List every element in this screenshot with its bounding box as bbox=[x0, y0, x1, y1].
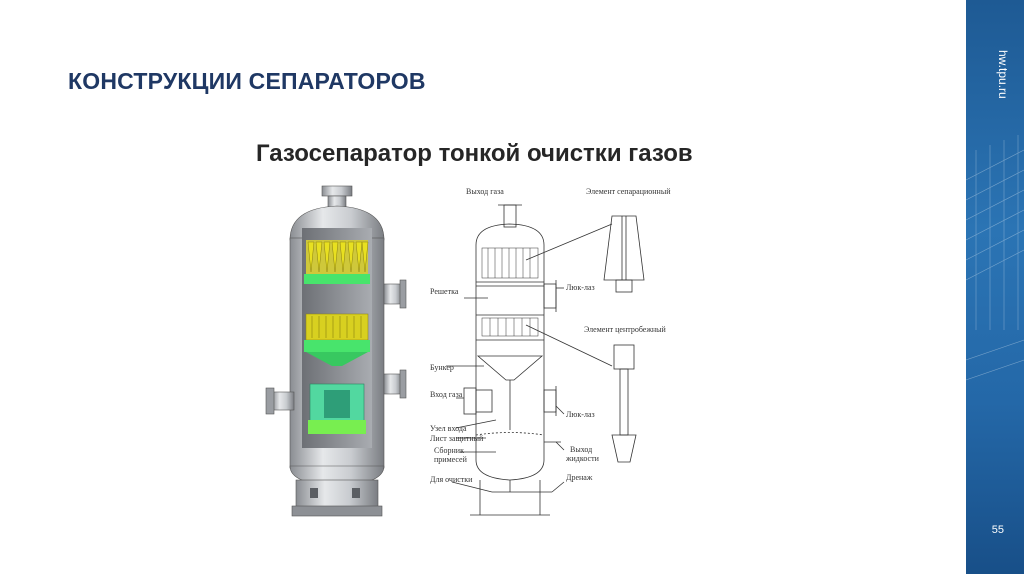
label-collector-2: примесей bbox=[434, 455, 468, 464]
label-manhole-bottom: Люк-лаз bbox=[566, 410, 595, 419]
slide-title: КОНСТРУКЦИИ СЕПАРАТОРОВ bbox=[68, 68, 426, 94]
label-gas-in: Вход газа bbox=[430, 390, 463, 399]
band-pattern bbox=[966, 135, 1024, 381]
slide-subtitle: Газосепаратор тонкой очистки газов bbox=[256, 140, 693, 167]
label-protective-sheet: Лист защитный bbox=[430, 434, 484, 443]
page-number: 55 bbox=[991, 524, 1004, 536]
separator-3d-illustration bbox=[265, 185, 407, 517]
site-url: hw.tpu.ru bbox=[996, 50, 1010, 99]
label-grid: Решетка bbox=[430, 287, 459, 296]
label-collector-1: Сборник bbox=[434, 446, 464, 455]
centrifugal-elements bbox=[304, 313, 370, 366]
label-liquid-out-1: Выход bbox=[570, 445, 592, 454]
label-bunker: Бункер bbox=[430, 363, 454, 372]
label-gas-out: Выход газа bbox=[466, 187, 504, 196]
schematic-labels: Выход газа Элемент сепарационный Решетка… bbox=[430, 187, 671, 484]
label-inlet-node: Узел входа bbox=[430, 424, 467, 433]
separation-elements-top bbox=[304, 240, 370, 284]
label-cleaning: Для очистки bbox=[430, 475, 473, 484]
inlet-assembly bbox=[308, 383, 366, 434]
separator-schematic: Выход газа Элемент сепарационный Решетка… bbox=[430, 187, 671, 516]
label-centrifugal: Элемент центробежный bbox=[584, 325, 667, 334]
label-drain: Дренаж bbox=[566, 473, 593, 482]
label-sep-element: Элемент сепарационный bbox=[586, 187, 671, 196]
side-decorative-band: hw.tpu.ru 55 bbox=[966, 0, 1024, 574]
label-manhole-top: Люк-лаз bbox=[566, 283, 595, 292]
label-liquid-out-2: жидкости bbox=[565, 454, 600, 463]
